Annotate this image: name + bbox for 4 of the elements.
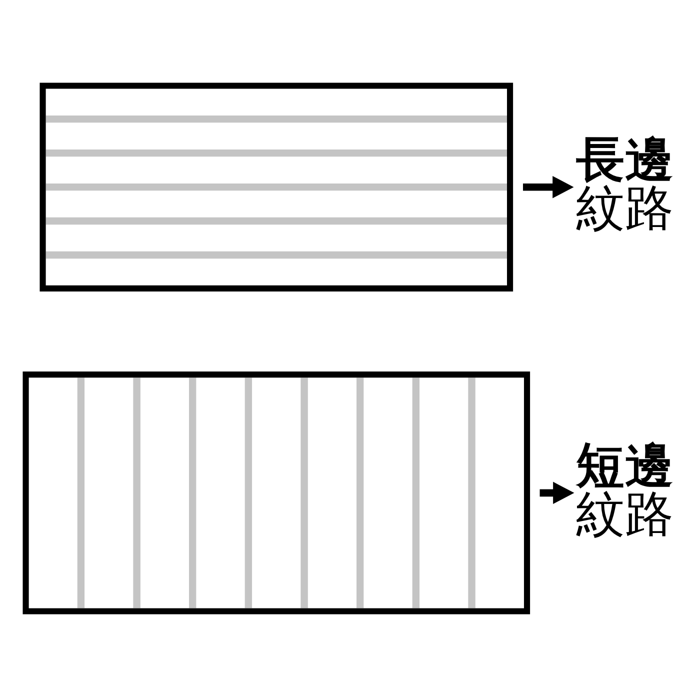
node-text: 長邊 紋路 <box>576 132 674 236</box>
node-text: 短邊 紋路 <box>576 438 674 542</box>
arrow <box>540 481 574 504</box>
arrow <box>522 175 574 198</box>
